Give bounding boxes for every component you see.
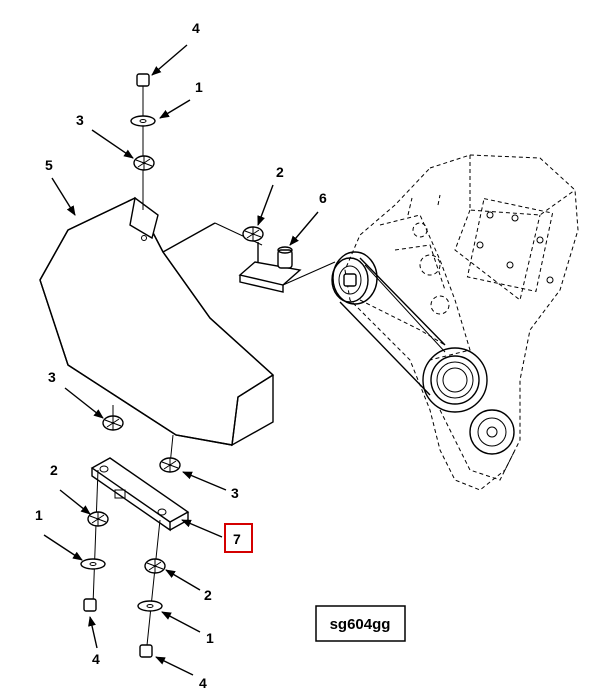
callout-5: 5 xyxy=(45,157,53,173)
lower-pulley xyxy=(469,409,515,455)
callout-3-left: 3 xyxy=(48,369,56,385)
callout-7-highlight-box xyxy=(224,523,253,553)
callout-4-left: 4 xyxy=(92,651,100,667)
callout-6: 6 xyxy=(319,190,327,206)
callout-3-mid: 3 xyxy=(231,485,239,501)
callout-7: 7 xyxy=(233,531,241,547)
engine-housing xyxy=(344,154,579,491)
bracket-item-7 xyxy=(90,457,190,532)
belt-cover xyxy=(39,196,275,447)
right-lockwasher xyxy=(242,226,264,242)
lower-right-hardware-stack xyxy=(137,434,181,658)
top-hardware-stack xyxy=(130,73,156,210)
belt xyxy=(339,257,446,396)
bracket-item-6 xyxy=(214,222,336,293)
idler-pulley xyxy=(422,347,488,413)
leader-arrows xyxy=(43,44,319,676)
callout-1-bottom: 1 xyxy=(206,630,214,646)
callout-1-top: 1 xyxy=(195,79,203,95)
callout-3-top: 3 xyxy=(76,112,84,128)
callout-4-bottom: 4 xyxy=(199,675,207,691)
callout-labels: 4 1 3 5 2 6 3 3 2 1 7 2 1 4 4 xyxy=(35,20,327,691)
figure-code-box: sg604gg xyxy=(315,605,406,642)
callout-1-left: 1 xyxy=(35,507,43,523)
lower-left-hardware-stack xyxy=(80,405,124,612)
figure-code: sg604gg xyxy=(330,616,391,633)
callout-2-bottom: 2 xyxy=(204,587,212,603)
callout-2-left: 2 xyxy=(50,462,58,478)
upper-pulley xyxy=(331,251,378,305)
callout-2-right: 2 xyxy=(276,164,284,180)
callout-4-top: 4 xyxy=(192,20,200,36)
